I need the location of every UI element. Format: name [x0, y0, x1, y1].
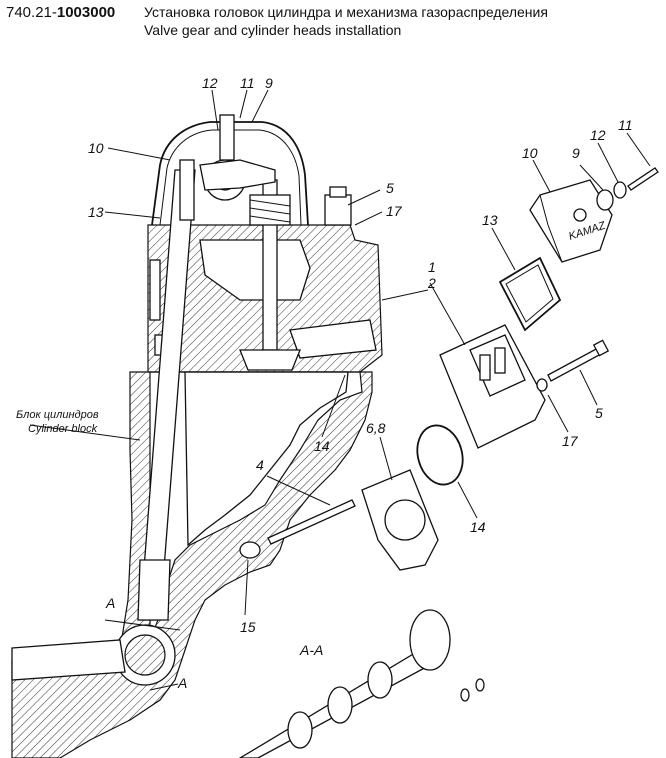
- callout-6-8: 6,8: [366, 420, 386, 436]
- callout-9-top: 9: [265, 75, 273, 91]
- section-label-a-a: A-A: [299, 642, 323, 658]
- callout-2: 2: [427, 275, 436, 291]
- callout-17-top: 17: [386, 203, 403, 219]
- exploded-camshaft: [238, 609, 485, 758]
- exploded-pushrod-4: [267, 499, 356, 545]
- callout-12-top: 12: [202, 75, 218, 91]
- callout-14-right: 14: [470, 519, 486, 535]
- callout-15: 15: [240, 619, 256, 635]
- leader-lines: [29, 89, 651, 616]
- callout-13-left: 13: [88, 204, 104, 220]
- exploded-gasket-13: [498, 256, 562, 332]
- callout-4: 4: [256, 457, 264, 473]
- callout-11-right: 11: [618, 117, 633, 133]
- callout-5-right: 5: [595, 405, 603, 421]
- callout-labels: 12 11 9 10 13 5 17 1 2 10 9 12 11 13 5 1…: [16, 75, 633, 691]
- callout-13-right: 13: [482, 212, 498, 228]
- cam-follower-section: [11, 619, 181, 691]
- exploded-cylinder-head: [439, 324, 546, 449]
- bolt-5-section: [324, 186, 352, 226]
- exploded-valve-cover: KAMAZ: [529, 179, 613, 263]
- callout-5-top: 5: [386, 180, 394, 196]
- drawing-code: 740.21-1003000: [6, 4, 115, 21]
- callout-9-right: 9: [572, 145, 580, 161]
- drawing-code-prefix: 740.21-: [6, 4, 57, 21]
- drawing-code-number: 1003000: [56, 4, 116, 21]
- title-english: Valve gear and cylinder heads installati…: [144, 22, 402, 38]
- drawing-header: 740.21-1003000 Установка головок цилиндр…: [0, 0, 666, 44]
- callout-12-right: 12: [590, 127, 606, 143]
- callout-14-left: 14: [314, 438, 330, 454]
- valve-cover-section: [151, 121, 309, 226]
- exploded-tappet-15: [239, 541, 261, 559]
- exploded-washers: [596, 167, 659, 211]
- push-rod-section: [137, 159, 196, 621]
- callout-10-right: 10: [522, 145, 538, 161]
- exploded-head-gasket: [361, 469, 439, 571]
- rocker-arm: [199, 114, 276, 201]
- exploded-bolt-5: [536, 339, 610, 392]
- callout-10-left: 10: [88, 140, 104, 156]
- title-russian: Установка головок цилиндра и механизма г…: [144, 4, 548, 20]
- callout-1: 1: [428, 259, 436, 275]
- exploded-oring-14: [416, 424, 464, 486]
- cylinder-block-label-ru: Блок цилиндров: [16, 409, 99, 421]
- callout-11-top: 11: [240, 75, 255, 91]
- cylinder-block-label-en: Cylinder block: [28, 423, 98, 435]
- section-marker-a-top: A: [105, 595, 115, 611]
- section-marker-a-bottom: A: [177, 675, 187, 691]
- callout-17-right: 17: [562, 433, 579, 449]
